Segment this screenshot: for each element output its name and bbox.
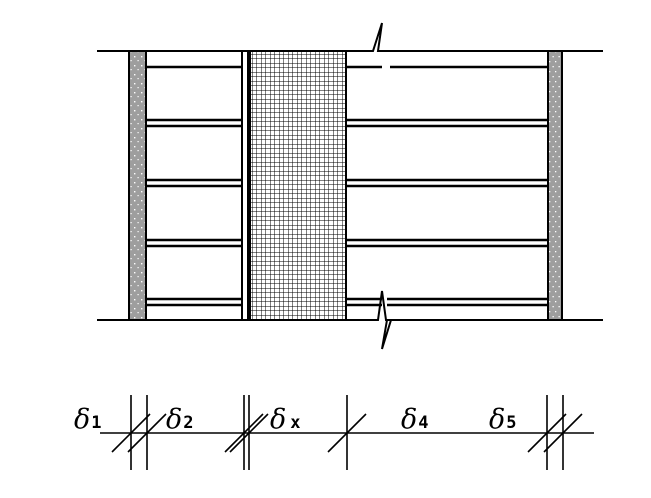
label-delta-5: δ5 — [489, 404, 517, 435]
top-boundary-line — [97, 22, 603, 52]
label-delta-4: δ4 — [401, 404, 429, 435]
left-panel-joints — [146, 65, 242, 307]
inner-double-line — [241, 51, 249, 320]
left-plaster-layer — [128, 50, 147, 321]
right-plaster-layer — [547, 50, 563, 321]
right-panel-joints — [346, 65, 548, 307]
dimension-line — [100, 395, 594, 470]
label-delta-1: δ1 — [74, 404, 102, 435]
mesh-insulation-layer — [249, 50, 347, 321]
label-delta-2: δ2 — [166, 404, 194, 435]
bottom-boundary-line — [97, 290, 603, 350]
